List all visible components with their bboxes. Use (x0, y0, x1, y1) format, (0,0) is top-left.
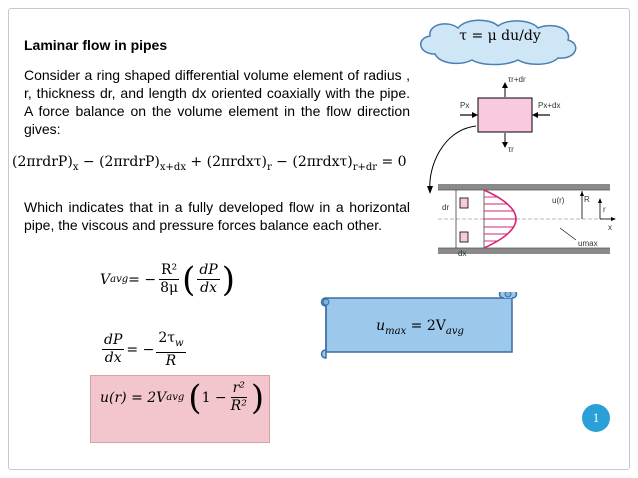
dr-label: dr (442, 203, 449, 212)
pipe-wall-top (438, 184, 610, 190)
pressure-gradient-equation: dP dx = − 2τw R (102, 330, 186, 369)
dx-label: dx (458, 249, 466, 258)
paragraph-conclusion: Which indicates that in a fully develope… (24, 199, 410, 233)
ur-label: u(r) (552, 196, 565, 205)
force-balance-equation: (2πrdrP)x − (2πrdrP)x+dx + (2πrdxτ)r − (… (12, 154, 407, 173)
umax-label: umax (578, 239, 598, 248)
shear-stress-formula: τ = μ du/dy (459, 28, 541, 44)
slide-title: Laminar flow in pipes (24, 37, 168, 53)
R-label: R (584, 195, 590, 204)
umax-scroll (320, 292, 518, 359)
umax-equation: umax = 2Vavg (376, 318, 464, 337)
pxdx-label: Px+dx (538, 101, 560, 110)
term-2: (2πrdrP) (99, 154, 160, 170)
x-label: x (608, 223, 612, 232)
shear-stress-cloud (420, 19, 577, 66)
dpdx-fraction: dP dx (197, 262, 220, 296)
r-label: r (603, 205, 606, 214)
velocity-equation-highlight (90, 375, 270, 443)
vavg-fraction: R² 8μ (158, 262, 180, 296)
slide-frame (8, 8, 630, 470)
term-4: (2πrdxτ) (292, 154, 353, 170)
term-3: (2πrdxτ) (206, 154, 267, 170)
px-label: Px (460, 101, 469, 110)
term-1: (2πrdrP) (12, 154, 73, 170)
pipe-flow-diagram: τr+dr τr Px Px+dx u(r) R r x dr dx umax (427, 75, 616, 258)
paragraph-intro: Consider a ring shaped differential volu… (24, 67, 410, 137)
volume-element (477, 97, 533, 133)
tau-bottom-label: τr (508, 145, 514, 154)
page-number-badge: 1 (582, 404, 610, 432)
velocity-arrows (484, 196, 516, 242)
tau-top-label: τr+dr (508, 75, 526, 84)
pipe-wall-bottom (438, 248, 610, 254)
